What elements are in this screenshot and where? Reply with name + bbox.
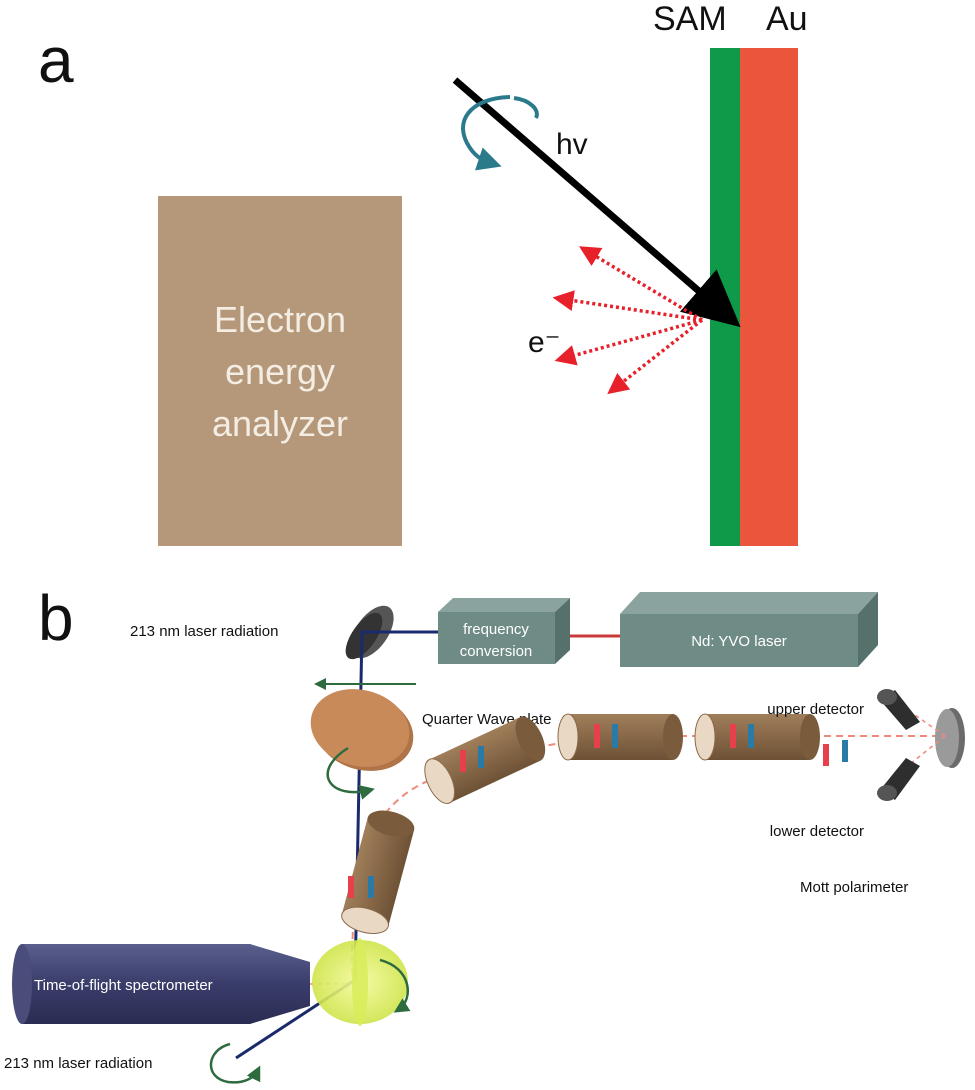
photoelectron-arrows xyxy=(552,246,704,395)
electron-lens-4 xyxy=(694,713,820,761)
frequency-label-1: frequency xyxy=(463,621,529,638)
panel-a-letter: a xyxy=(38,24,74,96)
electron-label: e⁻ xyxy=(528,326,561,359)
electron-arrow-3 xyxy=(554,318,703,366)
panel-b: b 213 nm laser radiation frequency conve… xyxy=(4,582,965,1084)
spin-up-icon xyxy=(748,724,754,748)
upper-detector-icon xyxy=(877,689,920,730)
spin-up-icon xyxy=(612,724,618,748)
spin-down-icon xyxy=(348,876,354,898)
spin-down-icon xyxy=(730,724,736,748)
laser-box-label: Nd: YVO laser xyxy=(691,633,787,650)
analyzer-line-3: analyzer xyxy=(212,403,348,444)
sam-layer xyxy=(710,48,740,546)
upper-detector-label: upper detector xyxy=(767,701,864,718)
circular-polarization-icon xyxy=(461,95,511,171)
electron-lens-1 xyxy=(341,810,415,934)
electron-arrow-1 xyxy=(578,246,703,322)
electron-arrow-2 xyxy=(552,290,703,322)
photon-arrow xyxy=(452,77,741,328)
sam-label: SAM xyxy=(653,0,727,38)
analyzer-line-2: energy xyxy=(225,351,335,392)
qwp-rotation-icon xyxy=(326,746,375,800)
lower-detector-icon xyxy=(877,758,920,801)
analyzer-line-1: Electron xyxy=(214,299,346,340)
mott-target xyxy=(935,708,965,768)
panel-a: a SAM Au Electron energy analyzer hv e⁻ xyxy=(38,0,808,546)
spin-down-icon xyxy=(823,744,829,766)
au-substrate xyxy=(740,48,798,546)
lower-detector-label: lower detector xyxy=(770,823,864,840)
sample-rotation-icon xyxy=(379,958,411,1013)
electron-energy-analyzer xyxy=(158,196,402,546)
spin-up-icon xyxy=(478,746,484,768)
spin-down-icon xyxy=(594,724,600,748)
mott-polarimeter-label: Mott polarimeter xyxy=(800,879,908,896)
photon-label: hv xyxy=(556,128,588,161)
quarter-wave-plate xyxy=(310,689,414,800)
electron-arrow-4 xyxy=(607,318,704,395)
tof-label: Time-of-flight spectrometer xyxy=(34,977,213,994)
spin-up-icon xyxy=(368,876,374,898)
sample-disc xyxy=(312,938,411,1026)
frequency-conversion-box: frequency conversion xyxy=(438,598,570,664)
frequency-label-2: conversion xyxy=(460,643,533,660)
spin-down-icon xyxy=(460,750,466,772)
spin-up-icon xyxy=(842,740,848,762)
electron-lens-2 xyxy=(424,716,546,804)
electron-lens-3 xyxy=(557,713,683,761)
panel-b-letter: b xyxy=(38,582,74,654)
circular-polarization-tail xyxy=(513,96,539,119)
time-of-flight-spectrometer: Time-of-flight spectrometer xyxy=(12,944,310,1024)
laser-label-top: 213 nm laser radiation xyxy=(130,623,278,640)
au-label: Au xyxy=(766,0,808,38)
nd-yvo-laser-box: Nd: YVO laser xyxy=(620,592,878,667)
bottom-polarization-icon xyxy=(209,1042,261,1084)
laser-label-bottom: 213 nm laser radiation xyxy=(4,1055,152,1072)
